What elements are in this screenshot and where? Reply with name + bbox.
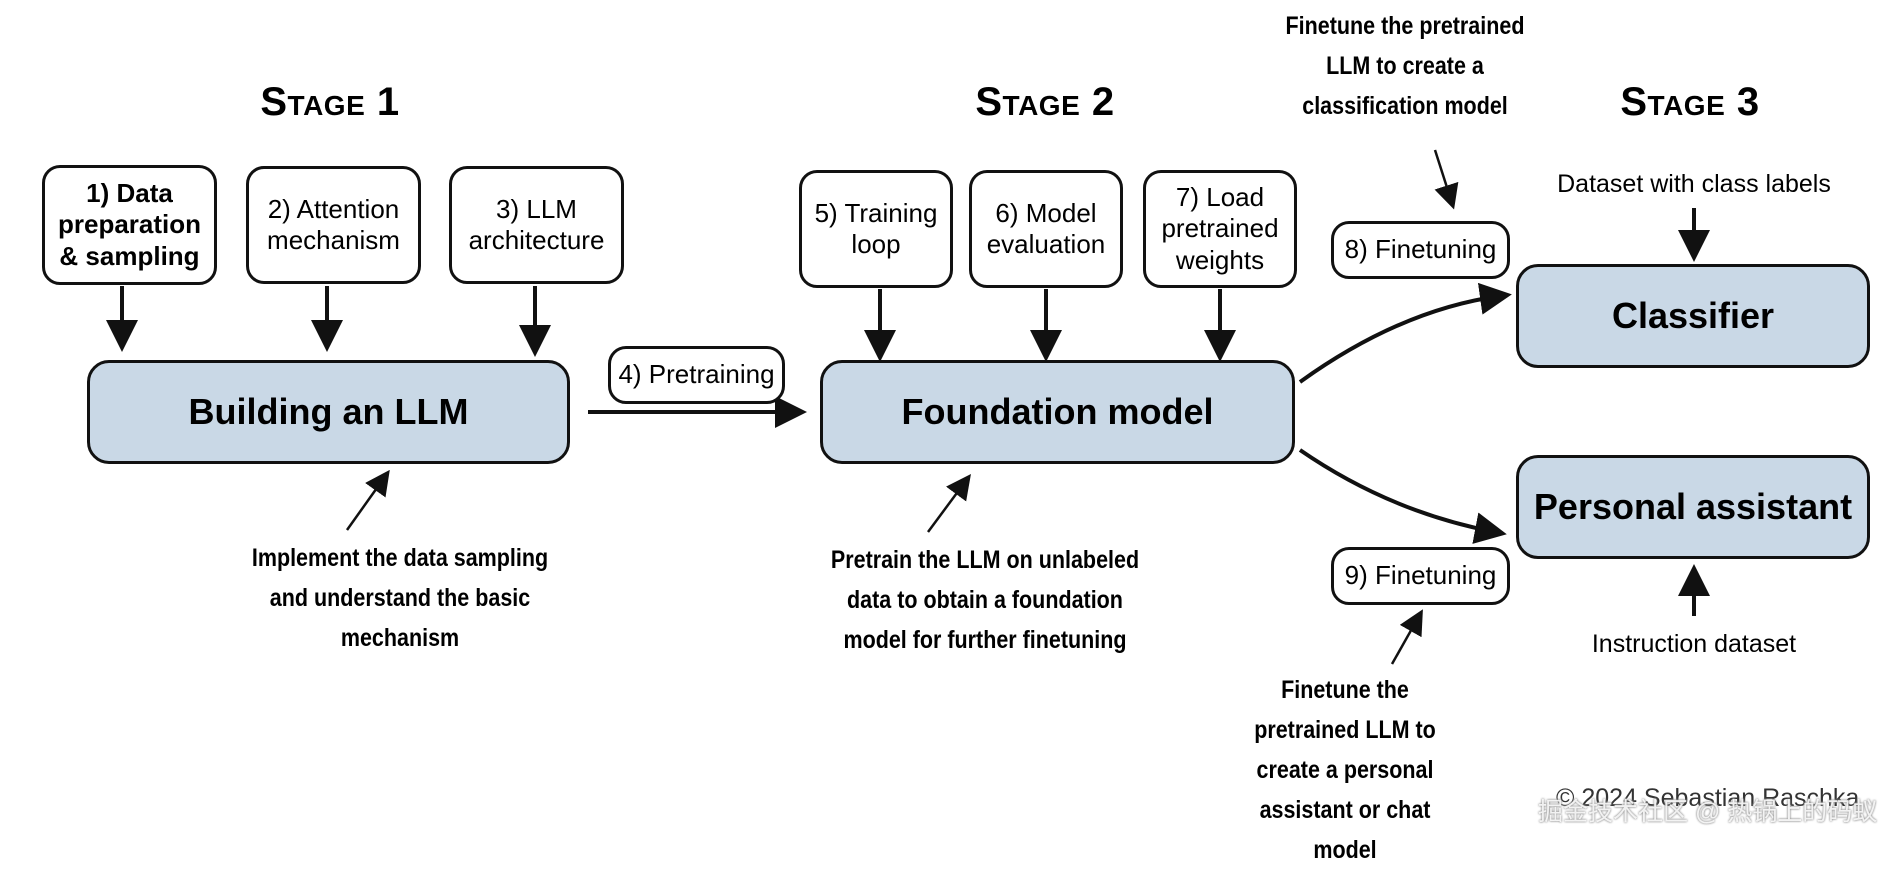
classification-note: Finetune the pretrained LLM to create a … [1285,12,1525,120]
pointer-classification-note [1433,149,1459,210]
instruction-dataset-label: Instruction dataset [1591,630,1797,658]
pointer-stage2-note [926,473,971,533]
assistant-note: Finetune the pretrained LLM to create a … [1254,676,1436,864]
model-evaluation-box: 6) Model evaluation [969,170,1123,288]
stage2-note: Pretrain the LLM on unlabeled data to ob… [830,546,1140,654]
load-pretrained-weights-box: 7) Load pretrained weights [1143,170,1297,288]
pointer-stage1-note [345,469,390,531]
data-preparation-box: 1) Data preparation & sampling [42,165,217,285]
stage1-note: Implement the data sampling and understa… [251,544,549,652]
foundation-model-box: Foundation model [820,360,1295,464]
finetuning-9-box: 9) Finetuning [1331,547,1510,605]
training-loop-box: 5) Training loop [799,170,953,288]
stage-2-title: Stage 2 [975,80,1115,124]
pointer-assistant-note [1390,609,1423,665]
stage-3-title: Stage 3 [1620,80,1760,124]
personal-assistant-box: Personal assistant [1516,455,1870,559]
arrows-layer [106,149,1710,665]
finetuning-8-box: 8) Finetuning [1331,221,1510,279]
attention-mechanism-box: 2) Attention mechanism [246,166,421,284]
pretraining-box: 4) Pretraining [608,346,785,404]
arrow-to-classifier [1298,282,1512,384]
classifier-box: Classifier [1516,264,1870,368]
building-llm-box: Building an LLM [87,360,570,464]
llm-architecture-box: 3) LLM architecture [449,166,624,284]
site-watermark: 掘金技术社区 @ 热锅上的码蚁 [1538,798,1878,826]
arrow-to-assistant [1298,448,1507,544]
copyright-watermark: © 2024 Sebastian Raschka [1556,784,1860,812]
stage-1-title: Stage 1 [260,80,400,124]
class-labels-dataset-label: Dataset with class labels [1557,170,1831,198]
